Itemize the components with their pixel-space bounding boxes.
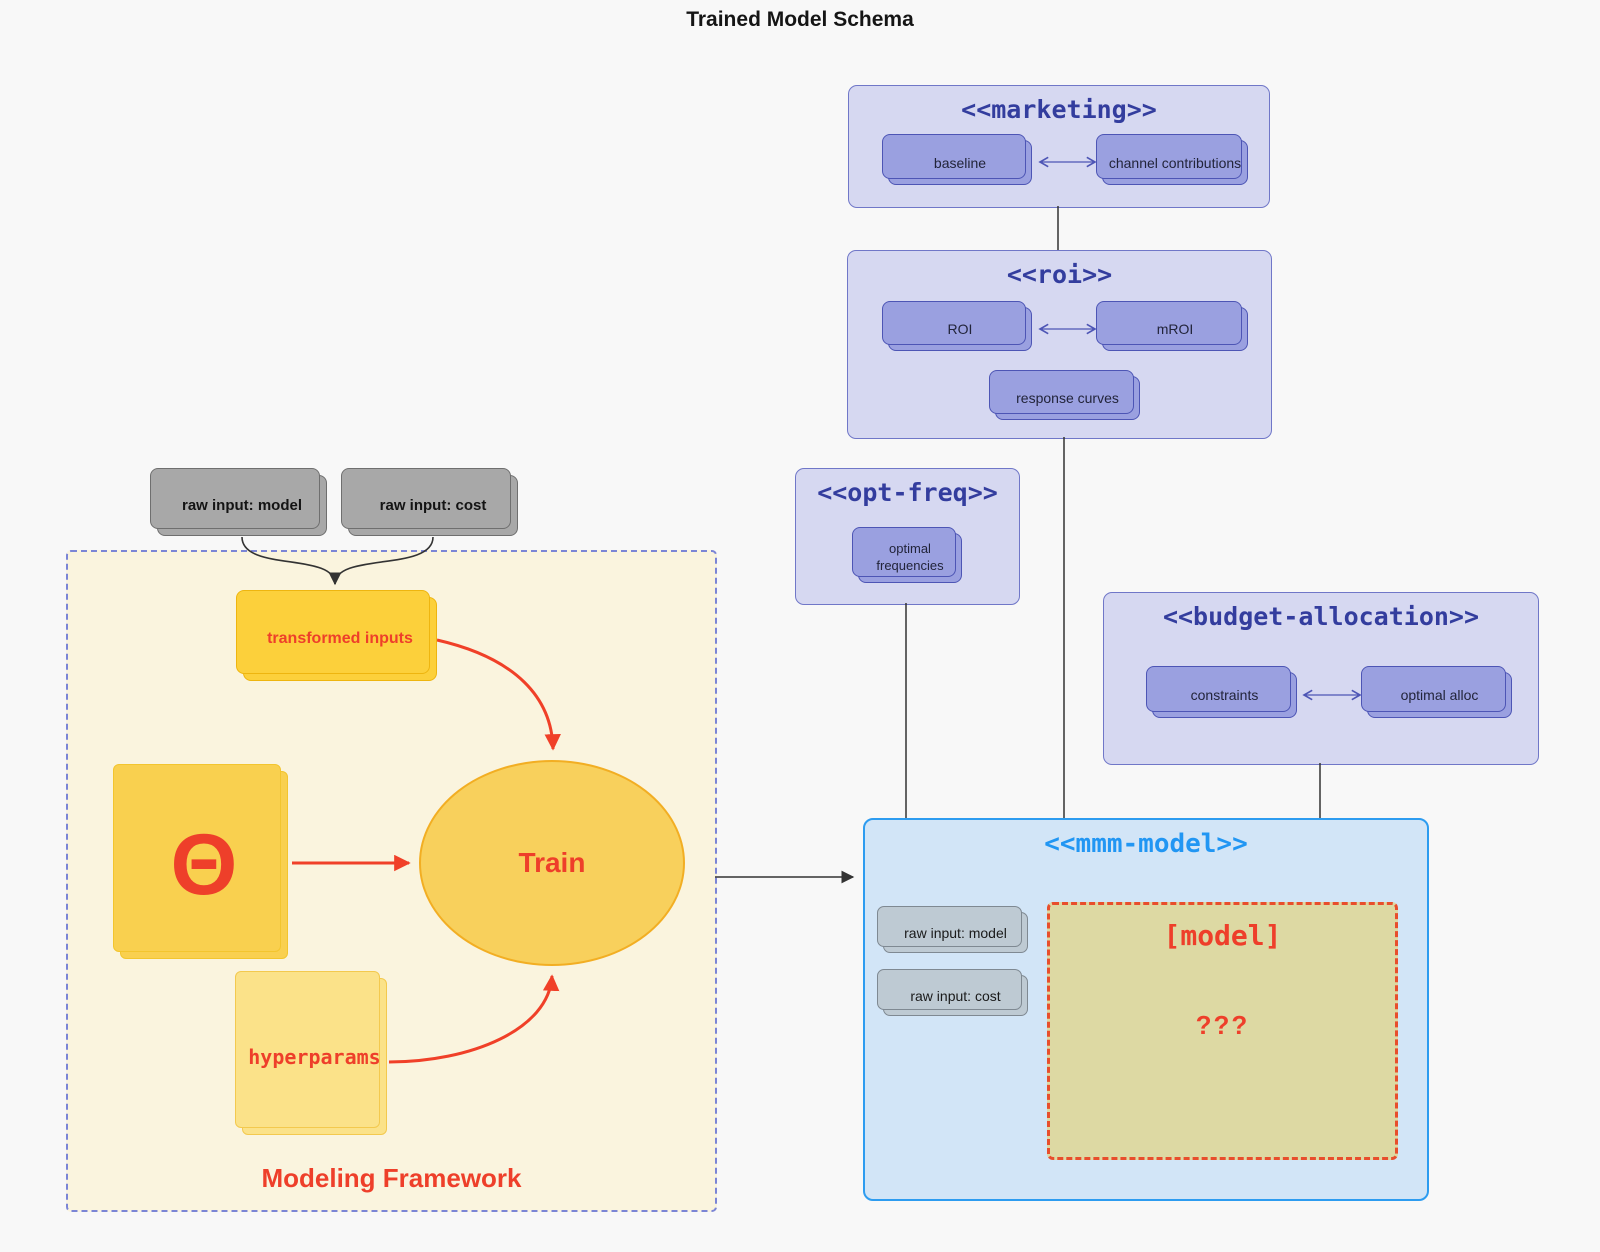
node-optimal-frequencies-label: optimal frequencies: [876, 541, 944, 573]
node-theta: Θ: [113, 764, 288, 959]
group-roi-title: <<roi>>: [1006, 260, 1113, 289]
node-baseline-label: baseline: [933, 154, 987, 171]
node-mmm-raw-input-model-label: raw input: model: [904, 924, 1007, 941]
node-optimal-frequencies: optimal frequencies: [852, 527, 962, 583]
node-transformed-inputs: transformed inputs: [236, 590, 437, 681]
node-hyperparams: hyperparams: [235, 971, 387, 1135]
node-optimal-alloc-label: optimal alloc: [1400, 687, 1479, 703]
node-baseline: baseline: [882, 134, 1032, 185]
node-constraints: constraints: [1146, 666, 1297, 718]
node-train-label: Train: [518, 847, 586, 878]
node-constraints-label: constraints: [1190, 687, 1259, 703]
node-mroi: mROI: [1096, 301, 1248, 351]
node-raw-input-cost: raw input: cost: [341, 468, 518, 536]
node-roi: ROI: [882, 301, 1032, 351]
node-raw-input-model-label: raw input: model: [182, 497, 302, 514]
node-response-curves-label: response curves: [1016, 390, 1119, 406]
node-model-placeholder-label: [model]: [1163, 919, 1282, 952]
node-mmm-raw-input-model: raw input: model: [877, 906, 1028, 953]
node-mmm-raw-input-cost: raw input: cost: [877, 969, 1028, 1016]
node-hyperparams-label: hyperparams: [248, 1044, 381, 1069]
node-roi-label: ROI: [947, 321, 973, 337]
group-opt-freq-title: <<opt-freq>>: [817, 478, 998, 507]
edge-raw-cost-to-transformed: [328, 536, 434, 586]
node-model-placeholder-box: [model] ???: [1047, 902, 1398, 1160]
group-mmm-model-title: <<mmm-model>>: [1044, 829, 1248, 859]
edge-transformed-to-train: [436, 638, 561, 751]
node-mmm-raw-input-cost-label: raw input: cost: [910, 987, 1001, 1004]
node-train-ellipse: Train: [419, 760, 685, 966]
node-response-curves: response curves: [989, 370, 1140, 420]
node-channel-contributions-label: channel contributions: [1108, 154, 1242, 171]
node-optimal-alloc: optimal alloc: [1361, 666, 1512, 718]
node-transformed-inputs-label: transformed inputs: [267, 630, 413, 647]
edge-raw-model-to-transformed: [241, 536, 336, 585]
node-theta-label: Θ: [170, 816, 238, 913]
node-model-unknown-label: ???: [1195, 1010, 1250, 1040]
group-marketing-title: <<marketing>>: [961, 95, 1157, 124]
node-channel-contributions: channel contributions: [1096, 134, 1248, 185]
node-raw-input-model: raw input: model: [150, 468, 327, 536]
edge-hyperparams-to-train: [388, 974, 560, 1064]
node-mroi-label: mROI: [1156, 321, 1194, 337]
group-budget-allocation-title: <<budget-allocation>>: [1162, 602, 1480, 631]
diagram-title: Trained Model Schema: [686, 8, 914, 31]
modeling-framework-label: Modeling Framework: [261, 1163, 522, 1193]
node-raw-input-cost-label: raw input: cost: [379, 497, 487, 514]
